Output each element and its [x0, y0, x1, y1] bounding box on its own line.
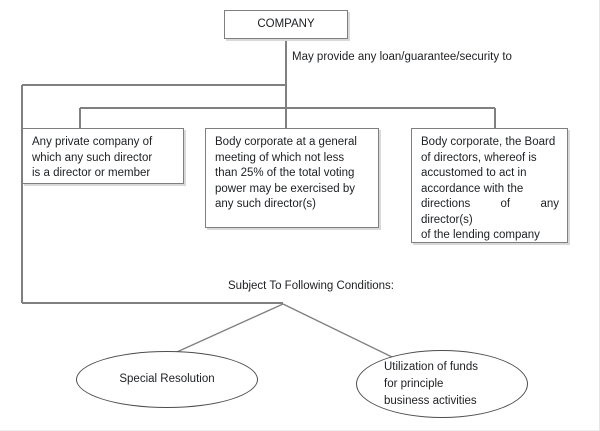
- text-line: which any such director: [32, 151, 153, 164]
- node-board-directors-text: Body corporate, the Board of directors, …: [412, 129, 567, 250]
- text-line: of directors, whereof is: [421, 151, 537, 164]
- node-general-meeting-text: Body corporate at a general meeting of w…: [206, 129, 378, 219]
- node-company[interactable]: COMPANY: [224, 10, 348, 39]
- edge-label-conditions: Subject To Following Conditions:: [228, 280, 394, 292]
- node-general-meeting[interactable]: Body corporate at a general meeting of w…: [205, 128, 379, 228]
- text-line: directions of any director(s): [421, 198, 559, 226]
- node-utilization-of-funds[interactable]: Utilization of funds for principle busin…: [356, 350, 528, 418]
- node-private-company-text: Any private company of which any such di…: [23, 129, 183, 188]
- text-line: Body corporate at a general: [215, 136, 357, 148]
- node-private-company[interactable]: Any private company of which any such di…: [22, 128, 184, 184]
- text-line: for principle: [384, 377, 444, 390]
- node-company-label: COMPANY: [257, 18, 315, 30]
- text-line: accordance with the: [421, 182, 524, 195]
- connector-to-utilization: [282, 303, 393, 358]
- node-special-resolution-text: Special Resolution: [119, 371, 214, 388]
- text-line: power may be exercised by: [215, 182, 355, 195]
- node-board-directors[interactable]: Body corporate, the Board of directors, …: [411, 128, 568, 243]
- text-line: meeting of which not less: [215, 151, 345, 164]
- node-utilization-of-funds-text: Utilization of funds for principle busin…: [357, 359, 478, 410]
- text-line: Special Resolution: [119, 373, 215, 385]
- text-line: business activities: [384, 394, 477, 407]
- connector-to-special-resolution: [167, 303, 284, 357]
- text-line: Body corporate, the Board: [421, 136, 556, 148]
- text-line: Any private company of: [32, 136, 153, 148]
- node-special-resolution[interactable]: Special Resolution: [76, 351, 258, 408]
- edge-label-may-provide: May provide any loan/guarantee/security …: [292, 51, 512, 63]
- text-line: than 25% of the total voting: [215, 167, 355, 179]
- text-line: of the lending company: [421, 229, 540, 241]
- text-line: any such director(s): [215, 198, 316, 210]
- text-line: is a director or member: [32, 167, 151, 179]
- text-line: Utilization of funds: [384, 360, 478, 373]
- text-line: accustomed to act in: [421, 167, 527, 179]
